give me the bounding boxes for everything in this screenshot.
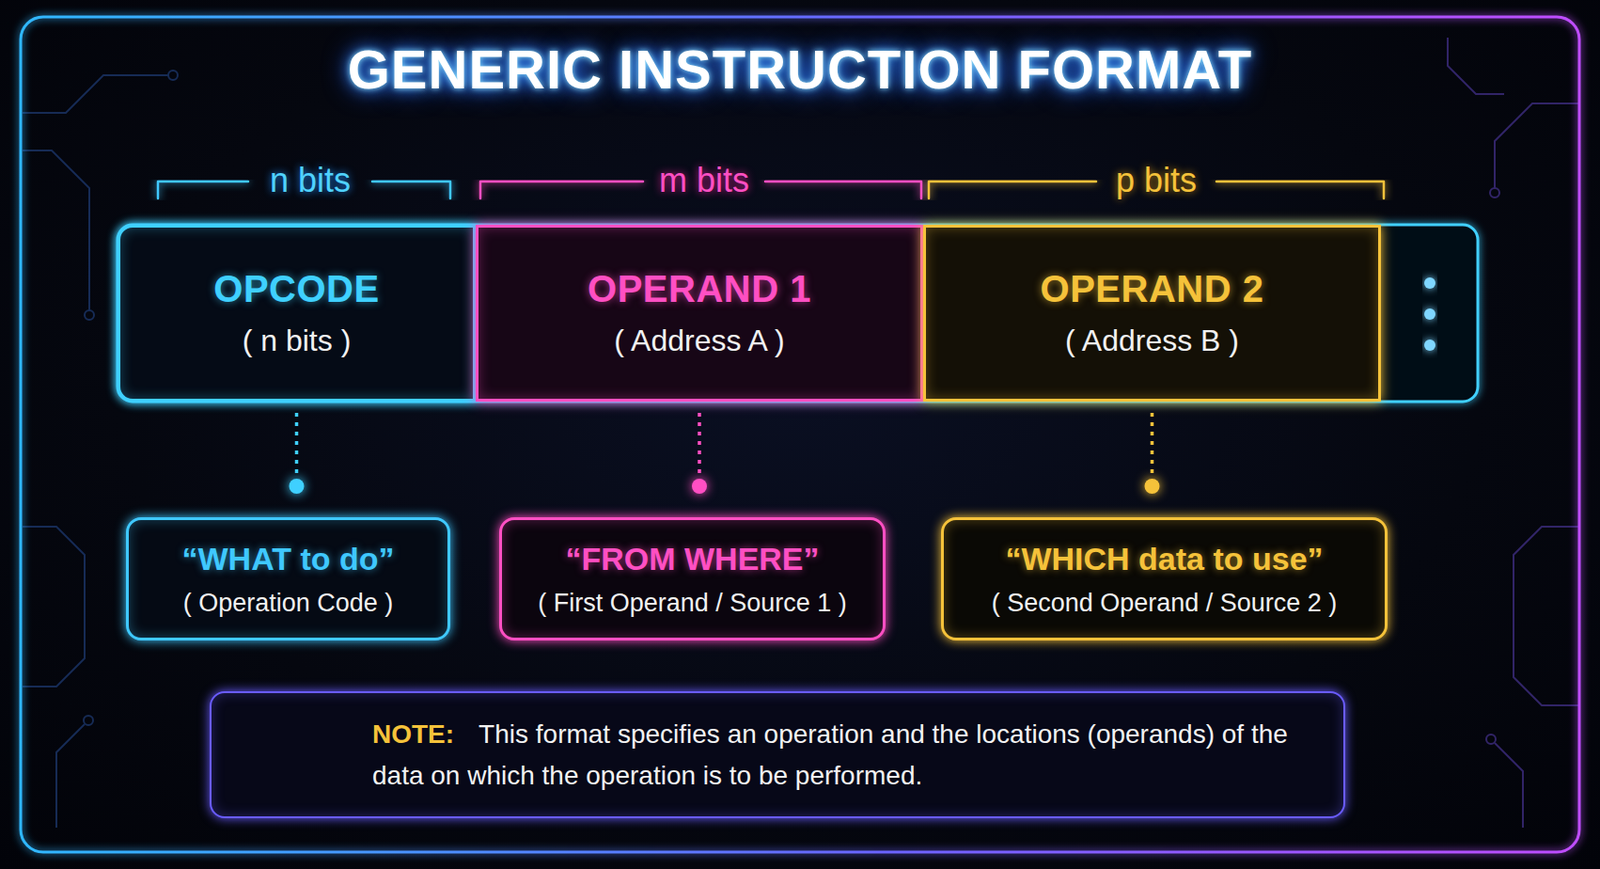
box-heading: “WHICH data to use” <box>1004 540 1323 578</box>
circuit-node <box>83 715 94 725</box>
operand-field: OPERAND 2 ( Address B ) <box>923 224 1381 402</box>
circuit-trace <box>56 723 85 828</box>
circuit-trace <box>22 526 85 687</box>
circuit-node <box>1490 188 1500 198</box>
description-box: “WHICH data to use” ( Second Operand / So… <box>941 517 1388 641</box>
circuit-trace <box>1447 37 1505 95</box>
dotted-connector <box>1145 412 1161 494</box>
note-box: NOTE:This format specifies an operation … <box>209 690 1346 818</box>
dotted-connector <box>289 412 305 494</box>
circuit-trace <box>22 150 90 311</box>
box-heading: OPERAND 2 <box>1040 267 1265 311</box>
dotted-line <box>295 412 299 474</box>
dotted-line <box>697 412 702 474</box>
circuit-trace <box>1513 526 1580 706</box>
diagram-title: GENERIC INSTRUCTION FORMAT <box>0 37 1600 101</box>
note-paragraph: NOTE:This format specifies an operation … <box>372 713 1322 796</box>
box-subtext: ( Operation Code ) <box>183 588 394 618</box>
connector-dot <box>289 478 305 494</box>
box-subtext: ( Address B ) <box>1065 323 1240 359</box>
outer-frame <box>20 16 1580 852</box>
bit-width-label: p bits <box>1115 160 1197 201</box>
box-subtext: ( First Operand / Source 1 ) <box>537 588 848 618</box>
circuit-node <box>84 310 95 320</box>
box-subtext: ( n bits ) <box>242 323 352 359</box>
opcode-field: OPCODE ( n bits ) <box>117 224 476 402</box>
box-heading: “FROM WHERE” <box>564 540 819 578</box>
circuit-node <box>1486 734 1496 744</box>
circuit-trace <box>1494 103 1580 189</box>
box-subtext: ( Second Operand / Source 2 ) <box>991 588 1338 618</box>
dotted-line <box>1150 412 1155 474</box>
continuation-dot <box>1424 339 1436 351</box>
description-box: “WHAT to do” ( Operation Code ) <box>125 517 451 641</box>
box-heading: OPERAND 1 <box>587 267 812 311</box>
circuit-node <box>168 70 178 80</box>
bit-width-label: m bits <box>658 160 750 201</box>
description-box: “FROM WHERE” ( First Operand / Source 1 ) <box>499 517 886 641</box>
connector-dot <box>1145 478 1161 494</box>
box-heading: “WHAT to do” <box>182 540 395 578</box>
circuit-trace <box>22 75 170 113</box>
box-subtext: ( Address A ) <box>613 323 785 359</box>
continuation-dot <box>1424 308 1436 320</box>
dotted-connector <box>691 412 707 494</box>
note-body: This format specifies an operation and t… <box>372 719 1288 789</box>
continuation-dot <box>1424 277 1436 289</box>
box-heading: OPCODE <box>213 267 379 311</box>
bit-width-label: n bits <box>269 160 351 201</box>
connector-dot <box>691 478 707 494</box>
circuit-trace <box>1494 742 1523 828</box>
operand-field: OPERAND 1 ( Address A ) <box>475 224 924 402</box>
note-text-area: NOTE:This format specifies an operation … <box>372 692 1322 816</box>
instruction-word-outline <box>117 224 1478 402</box>
note-heading: NOTE: <box>372 719 455 749</box>
